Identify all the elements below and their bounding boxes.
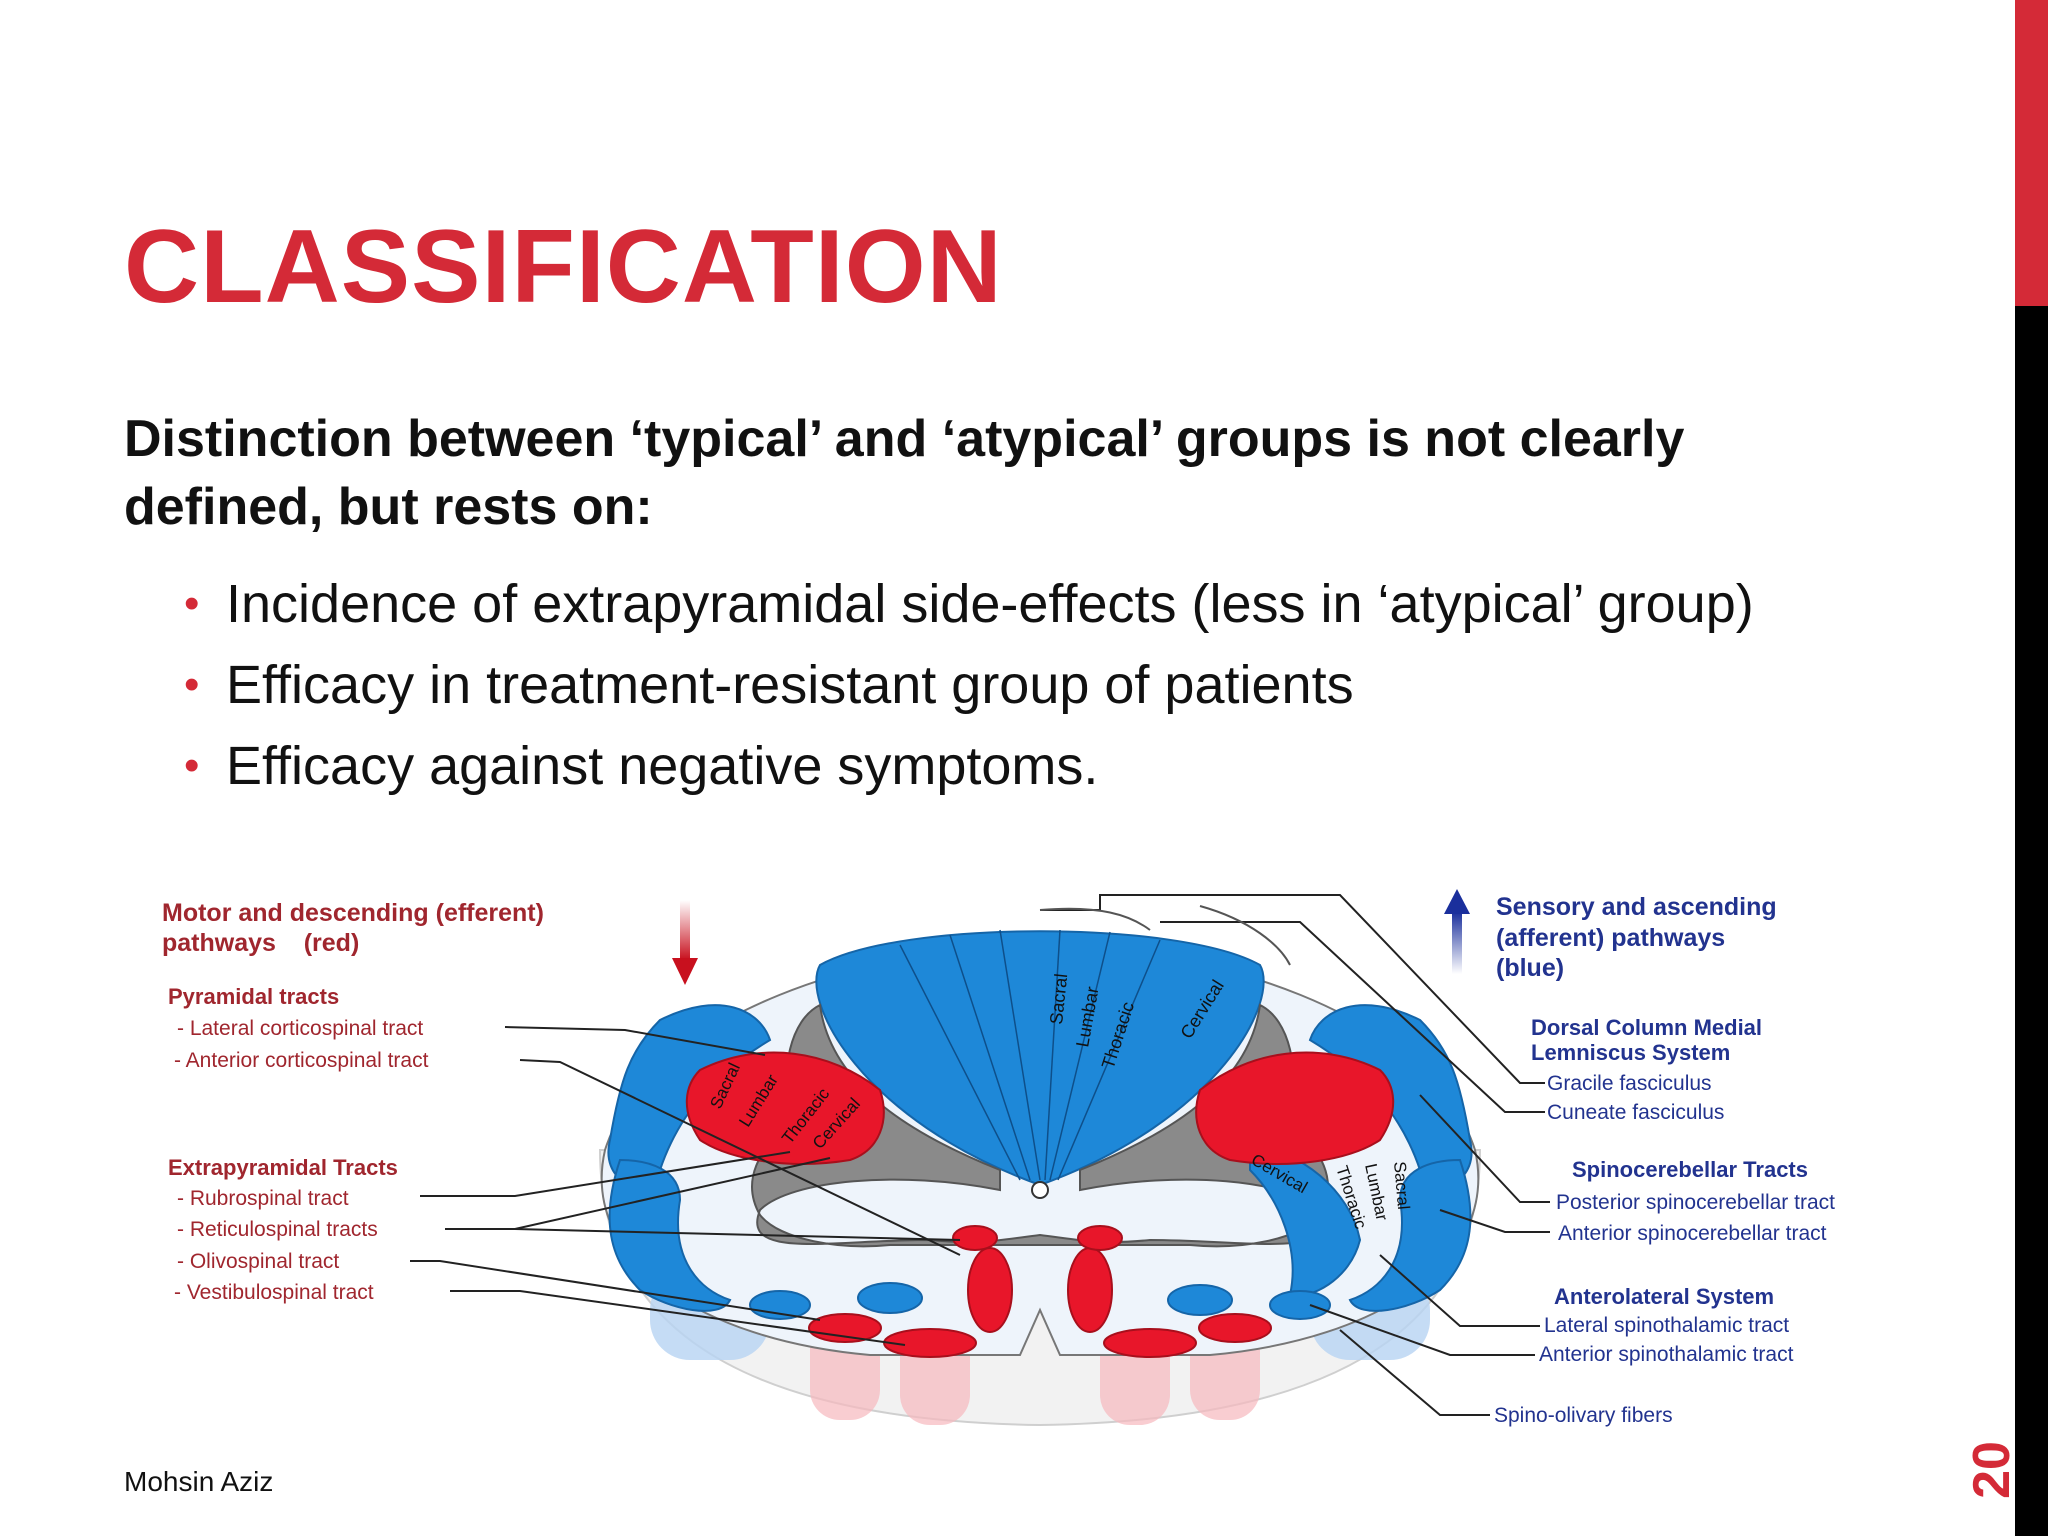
ascending-arrow-shaft (1452, 912, 1462, 974)
right-cervical-band (1249, 1143, 1362, 1297)
segment-label-sacral: Sacral (1390, 1161, 1413, 1211)
dorsal-column-lines (899, 929, 1161, 1181)
accent-bar-red (2015, 0, 2048, 306)
leader-lines (410, 894, 1550, 1416)
sensory-pathways-heading: (blue) (1496, 954, 1564, 982)
right-corticospinal-red (1195, 1051, 1395, 1165)
bullet-text: Efficacy against negative symptoms. (226, 736, 1099, 796)
posterior-spinocerebellar-label: Posterior spinocerebellar tract (1556, 1191, 1835, 1214)
anterior-spinocerebellar-label: Anterior spinocerebellar tract (1558, 1222, 1827, 1245)
descending-arrow-icon (672, 958, 698, 985)
right-anterior-blue (1167, 1284, 1233, 1316)
right-spinocerebellar-blue (1348, 1158, 1472, 1312)
bullet-item: • Efficacy in treatment-resistant group o… (180, 651, 1780, 719)
left-spinocerebellar-blue (608, 1158, 732, 1312)
dorsal-column-heading: Lemniscus System (1531, 1040, 1730, 1065)
dorsal-column-heading: Dorsal Column Medial (1531, 1015, 1762, 1040)
right-reticulospinal-red (1077, 1225, 1123, 1251)
motor-pathways-heading: pathways (red) (162, 929, 359, 957)
left-anterior-blue (857, 1282, 923, 1314)
extrapyramidal-heading: Extrapyramidal Tracts (168, 1155, 398, 1180)
left-olivospinal-red (808, 1313, 882, 1343)
sensory-pathways-heading: (afferent) pathways (1496, 924, 1725, 952)
gracile-label: Gracile fasciculus (1547, 1072, 1712, 1095)
bullet-item: • Efficacy against negative symptoms. (180, 732, 1780, 800)
anterior-spinothalamic-label: Anterior spinothalamic tract (1539, 1343, 1794, 1366)
right-anterior-corticospinal-red (1067, 1247, 1113, 1333)
slide-title: CLASSIFICATION (124, 209, 1003, 325)
spino-olivary-label: Spino-olivary fibers (1494, 1404, 1673, 1427)
right-vestibulospinal-red (1103, 1328, 1197, 1358)
bullet-list: • Incidence of extrapyramidal side-effect… (180, 570, 1780, 813)
right-olivospinal-red (1198, 1313, 1272, 1343)
bullet-text: Incidence of extrapyramidal side-effects… (226, 574, 1754, 634)
bullet-dot-icon: • (184, 660, 200, 709)
rubrospinal-label: - Rubrospinal tract (177, 1187, 349, 1210)
pyramidal-heading: Pyramidal tracts (168, 984, 339, 1009)
bullet-text: Efficacy in treatment-resistant group of… (226, 655, 1354, 715)
bullet-dot-icon: • (184, 741, 200, 790)
olivospinal-label: - Olivospinal tract (177, 1250, 339, 1273)
central-canal (1031, 1181, 1049, 1199)
lateral-corticospinal-label: - Lateral corticospinal tract (177, 1017, 423, 1040)
author-name: Mohsin Aziz (124, 1466, 274, 1497)
vestibulospinal-label: - Vestibulospinal tract (174, 1281, 374, 1304)
cuneate-label: Cuneate fasciculus (1547, 1101, 1724, 1124)
descending-arrow-shaft (680, 900, 690, 960)
lateral-spinothalamic-label: Lateral spinothalamic tract (1544, 1314, 1789, 1337)
anterolateral-heading: Anterolateral System (1554, 1284, 1774, 1309)
page-number: 20 (1963, 1441, 2021, 1499)
bullet-item: • Incidence of extrapyramidal side-effect… (180, 570, 1780, 638)
accent-bar-black (2015, 306, 2048, 1536)
motor-pathways-heading: Motor and descending (efferent) (162, 899, 544, 927)
ascending-arrow-icon (1444, 889, 1470, 914)
right-anterolateral-blue (1269, 1290, 1331, 1320)
intro-text: Distinction between ‘typical’ and ‘atypi… (124, 410, 1685, 536)
dorsal-column (815, 930, 1265, 1187)
sensory-pathways-heading: Sensory and ascending (1496, 893, 1777, 921)
left-reticulospinal-red (952, 1225, 998, 1251)
left-anterior-corticospinal-red (967, 1247, 1013, 1333)
spinocerebellar-heading: Spinocerebellar Tracts (1572, 1157, 1808, 1182)
reticulospinal-label: - Reticulospinal tracts (177, 1218, 378, 1241)
anterior-corticospinal-label: - Anterior corticospinal tract (174, 1049, 429, 1072)
bullet-dot-icon: • (184, 579, 200, 628)
